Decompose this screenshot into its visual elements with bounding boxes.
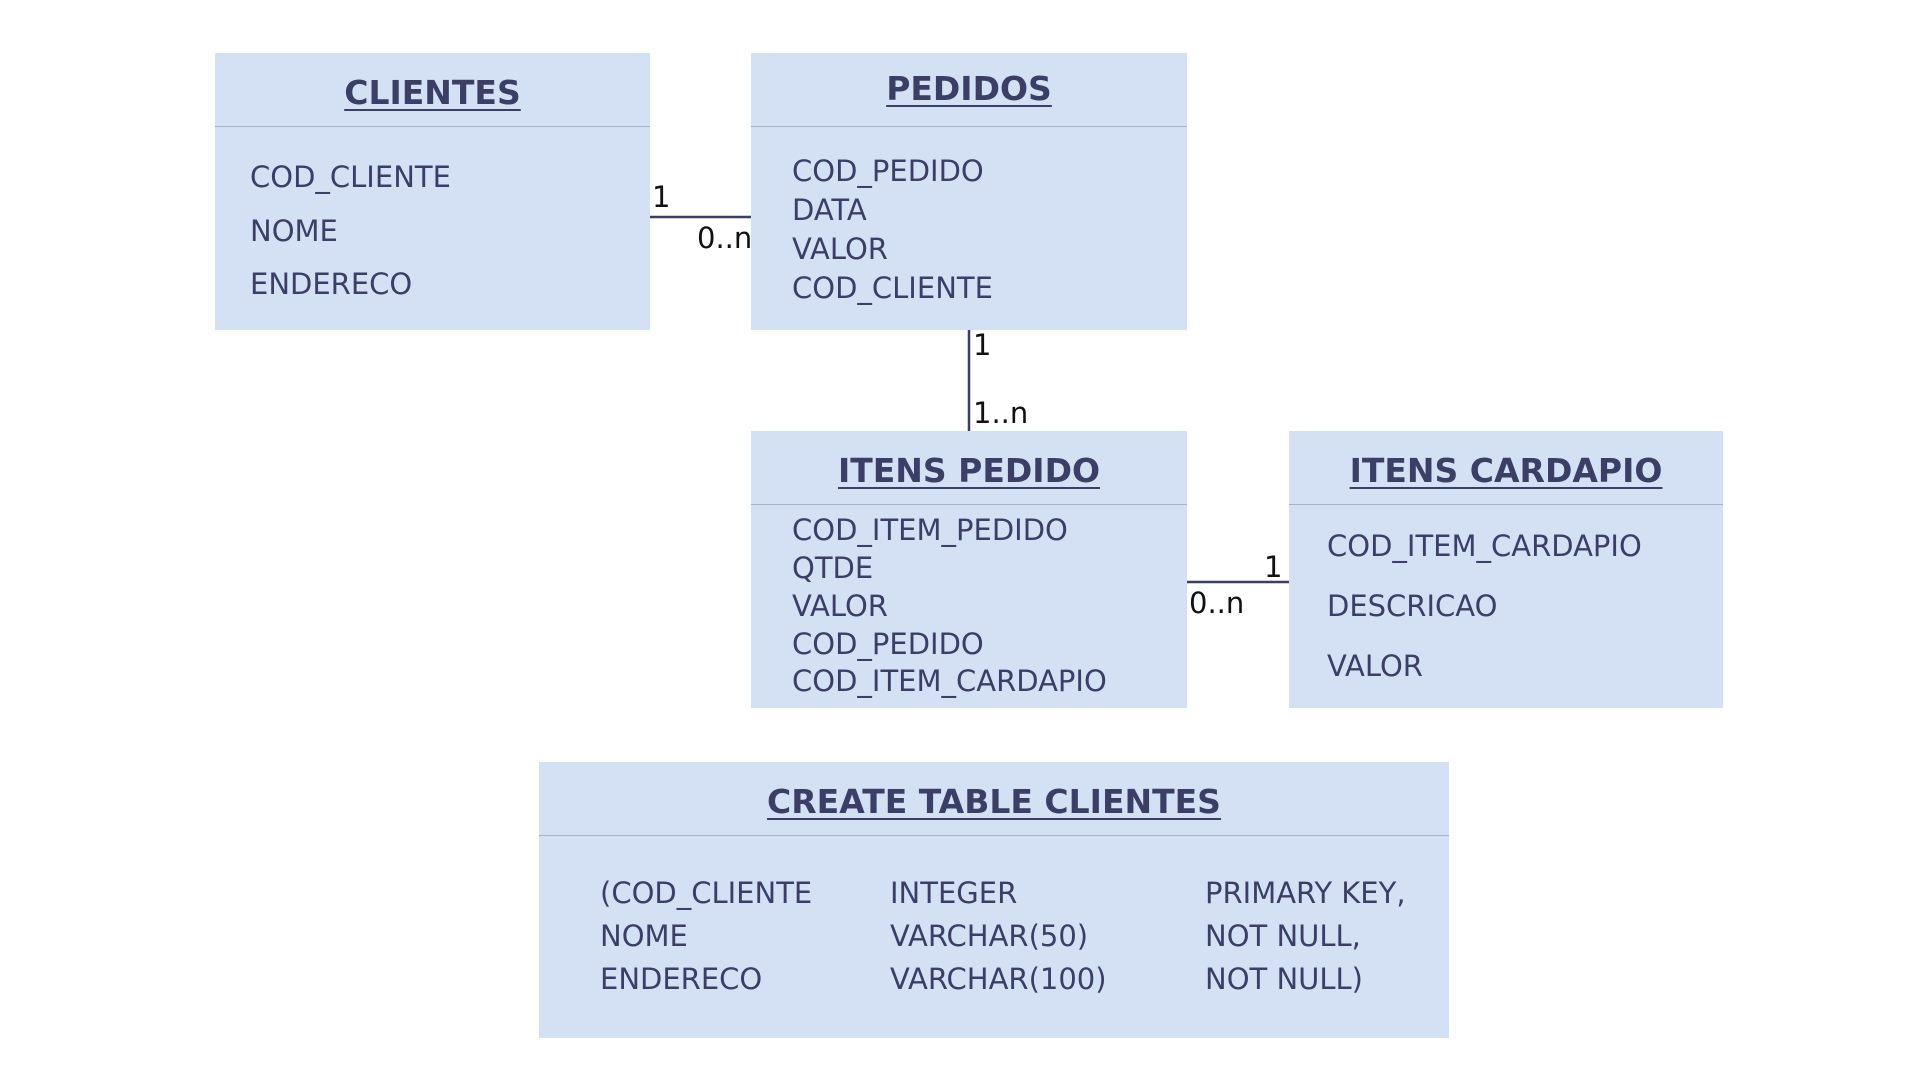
attribute-valor: VALOR (1327, 649, 1423, 683)
attribute-descricao: DESCRICAO (1327, 589, 1498, 623)
multiplicity-pedidos-to-itens-top: 1 (973, 328, 992, 362)
create-table-title: CREATE TABLE CLIENTES (539, 762, 1449, 836)
create-table-row-2-constraint: NOT NULL, (1205, 919, 1361, 953)
create-table-row-2-column: NOME (600, 919, 688, 953)
create-table-row-1-constraint: PRIMARY KEY, (1205, 876, 1406, 910)
attribute-endereco: ENDERECO (250, 267, 413, 301)
create-table-clientes-box[interactable]: CREATE TABLE CLIENTES (COD_CLIENTE INTEG… (539, 762, 1449, 1038)
attribute-cod-cliente-fk: COD_CLIENTE (792, 271, 993, 305)
create-table-row-1-type: INTEGER (890, 876, 1018, 910)
entity-title-clientes: CLIENTES (215, 53, 650, 127)
multiplicity-pedidos-side: 0..n (697, 221, 753, 255)
multiplicity-cardapio-side: 1 (1264, 550, 1283, 584)
attribute-nome: NOME (250, 214, 338, 248)
attribute-cod-pedido: COD_PEDIDO (792, 154, 984, 188)
entity-clientes[interactable]: CLIENTES COD_CLIENTE NOME ENDERECO (215, 53, 650, 330)
attribute-cod-pedido-fk: COD_PEDIDO (792, 627, 984, 661)
entity-itens-cardapio[interactable]: ITENS CARDAPIO COD_ITEM_CARDAPIO DESCRIC… (1289, 431, 1723, 708)
create-table-row-2-type: VARCHAR(50) (890, 919, 1089, 953)
entity-pedidos[interactable]: PEDIDOS COD_PEDIDO DATA VALOR COD_CLIENT… (751, 53, 1187, 330)
attribute-cod-cliente: COD_CLIENTE (250, 160, 451, 194)
attribute-valor: VALOR (792, 232, 888, 266)
attribute-qtde: QTDE (792, 551, 874, 585)
attribute-cod-item-pedido: COD_ITEM_PEDIDO (792, 513, 1068, 547)
multiplicity-clientes-side: 1 (652, 180, 671, 214)
attribute-valor: VALOR (792, 589, 888, 623)
create-table-row-3-type: VARCHAR(100) (890, 962, 1107, 996)
attribute-cod-item-cardapio: COD_ITEM_CARDAPIO (1327, 529, 1642, 563)
entity-title-itens-cardapio: ITENS CARDAPIO (1289, 431, 1723, 505)
attribute-data: DATA (792, 193, 867, 227)
multiplicity-itens-pedido-side: 0..n (1189, 586, 1245, 620)
entity-title-itens-pedido: ITENS PEDIDO (751, 431, 1187, 505)
attribute-cod-item-cardapio-fk: COD_ITEM_CARDAPIO (792, 664, 1107, 698)
entity-itens-pedido[interactable]: ITENS PEDIDO COD_ITEM_PEDIDO QTDE VALOR … (751, 431, 1187, 708)
create-table-row-3-constraint: NOT NULL) (1205, 962, 1363, 996)
entity-title-pedidos: PEDIDOS (751, 53, 1187, 127)
multiplicity-itens-pedido-bottom: 1..n (973, 396, 1029, 430)
create-table-row-1-column: (COD_CLIENTE (600, 876, 813, 910)
create-table-row-3-column: ENDERECO (600, 962, 763, 996)
